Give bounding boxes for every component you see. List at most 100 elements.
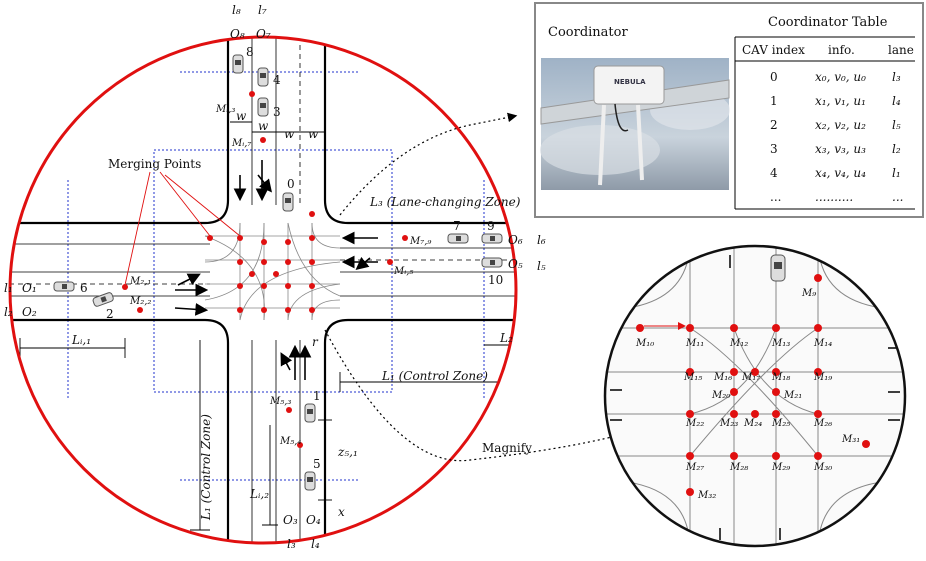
vehicle-label-5: 5 xyxy=(313,457,321,471)
origin-O1: O₁ xyxy=(22,281,37,295)
zoom-circle xyxy=(8,35,518,545)
table-cell-index: 4 xyxy=(770,166,778,180)
magnified-vehicle xyxy=(770,254,786,282)
table-cell-lane: l₁ xyxy=(892,166,901,180)
table-cell-lane: l₃ xyxy=(892,70,901,84)
mag-M10: M₁₀ xyxy=(635,338,654,349)
table-cell-lane: l₅ xyxy=(892,118,901,132)
mag-M32: M₃₂ xyxy=(697,490,716,501)
table-cell-index: ... xyxy=(770,190,781,204)
table-cell-info: x₄, v₄, u₄ xyxy=(815,166,866,180)
origin-O2: O₂ xyxy=(22,305,37,319)
merge-label-Mi3: Mᵢ,₃ xyxy=(215,104,235,115)
connector-magnify xyxy=(324,329,623,462)
mag-M18: M₁₈ xyxy=(771,372,790,383)
origin-O4: O₄ xyxy=(306,513,321,527)
col-header-lane: lane xyxy=(888,43,914,57)
table-title: Coordinator Table xyxy=(768,15,888,30)
control-zone-h-label: L₁ (Control Zone) xyxy=(381,369,488,383)
mag-M27: M₂₇ xyxy=(685,462,704,473)
lane-l8: l₈ xyxy=(232,3,241,17)
merge-label-M21: M₂,₁ xyxy=(129,276,151,287)
vehicle-5 xyxy=(304,471,316,491)
table-cell-lane: l₄ xyxy=(892,94,901,108)
vehicles xyxy=(53,54,503,491)
r-label: r xyxy=(312,335,319,349)
coordinator-photo: NEBULA xyxy=(540,58,730,190)
origin-O5: O₅ xyxy=(508,257,523,271)
w-label-2: w xyxy=(258,119,269,133)
mag-M28: M₂₈ xyxy=(729,462,748,473)
mag-M13: M₁₃ xyxy=(771,338,790,349)
lane-l5: l₅ xyxy=(537,259,546,273)
mag-M16: M₁₆ xyxy=(713,372,732,383)
mag-M14: M₁₄ xyxy=(813,338,832,349)
origin-O8: O₈ xyxy=(230,27,245,41)
table-cell-info: .......... xyxy=(815,190,853,204)
col-header-info: info. xyxy=(828,43,855,57)
mag-M29: M₂₉ xyxy=(771,462,790,473)
vehicle-label-2: 2 xyxy=(106,307,114,321)
vehicle-6 xyxy=(53,281,75,292)
vehicle-7 xyxy=(447,233,469,244)
lane-changing-zone-label: L₃ (Lane-changing Zone) xyxy=(369,195,521,209)
control-zone-v-label: L₁ (Control Zone) xyxy=(199,414,213,521)
vehicle-1 xyxy=(304,403,316,423)
mag-M24: M₂₄ xyxy=(743,418,762,429)
mag-M9: M₉ xyxy=(801,288,816,299)
mag-M30: M₃₀ xyxy=(813,462,832,473)
main-labels: Merging Points L₃ (Lane-changing Zone) L… xyxy=(4,3,546,551)
mag-M26: M₂₆ xyxy=(813,418,832,429)
lane-l1: l₁ xyxy=(4,281,13,295)
origin-O7: O₇ xyxy=(256,27,271,41)
merge-label-M54: M₅,₄ xyxy=(279,436,301,447)
main-intersection xyxy=(10,37,516,543)
table-cell-info: x₀, v₀, u₀ xyxy=(815,70,866,84)
table-cell-lane: l₂ xyxy=(892,142,901,156)
table-cell-info: x₂, v₂, u₂ xyxy=(815,118,866,132)
L-i1-label: Lᵢ,₁ xyxy=(71,333,91,347)
merge-label-M79: M₇,₉ xyxy=(409,236,431,247)
device-logo: NEBULA xyxy=(614,78,646,86)
vehicle-label-1: 1 xyxy=(313,389,321,403)
table-cell-index: 3 xyxy=(770,142,778,156)
L-2-label: L₂ xyxy=(499,331,513,345)
coordinator-title: Coordinator xyxy=(548,25,628,40)
merging-points-label: Merging Points xyxy=(108,157,201,171)
table-cell-index: 0 xyxy=(770,70,778,84)
z-51-label: z₅,₁ xyxy=(337,445,358,459)
vehicle-label-9: 9 xyxy=(487,219,495,233)
coordinator-panel: Coordinator NEBULA Coordinator Table CAV… xyxy=(534,2,924,218)
vehicle-8 xyxy=(232,54,244,74)
coordinator-table: Coordinator Table CAV index info. lane 0… xyxy=(734,15,915,210)
lane-l2: l₂ xyxy=(4,305,13,319)
vehicle-label-3: 3 xyxy=(273,105,281,119)
lane-l4: l₄ xyxy=(311,537,320,551)
origin-O3: O₃ xyxy=(283,513,298,527)
vehicle-label-0: 0 xyxy=(287,177,295,191)
table-cell-lane: ... xyxy=(892,190,903,204)
table-cell-info: x₃, v₃, u₃ xyxy=(815,142,866,156)
vehicle-10 xyxy=(481,257,503,268)
col-header-index: CAV index xyxy=(742,43,805,57)
mag-M31: M₃₁ xyxy=(841,434,860,445)
table-cell-info: x₁, v₁, u₁ xyxy=(815,94,866,108)
L-i2-label: Lᵢ,₂ xyxy=(249,487,269,501)
vehicle-label-8: 8 xyxy=(246,45,254,59)
origin-O6: O₆ xyxy=(508,233,523,247)
merge-label-M22: M₂,₂ xyxy=(129,296,151,307)
vehicle-4 xyxy=(257,67,269,87)
mag-M11: M₁₁ xyxy=(685,338,704,349)
mag-M17: M₁₇ xyxy=(741,372,760,383)
merge-label-Mi7: Mᵢ,₇ xyxy=(231,138,251,149)
vehicle-2 xyxy=(92,292,114,307)
vehicle-9 xyxy=(481,233,503,244)
merging-points xyxy=(122,91,408,448)
control-zone-box xyxy=(153,149,393,393)
w-label-1: w xyxy=(236,109,247,123)
lane-l6: l₆ xyxy=(537,233,546,247)
w-label-3: w xyxy=(284,127,295,141)
mag-M22: M₂₂ xyxy=(685,418,704,429)
merge-label-Mi5: Mᵢ,₅ xyxy=(393,266,413,277)
